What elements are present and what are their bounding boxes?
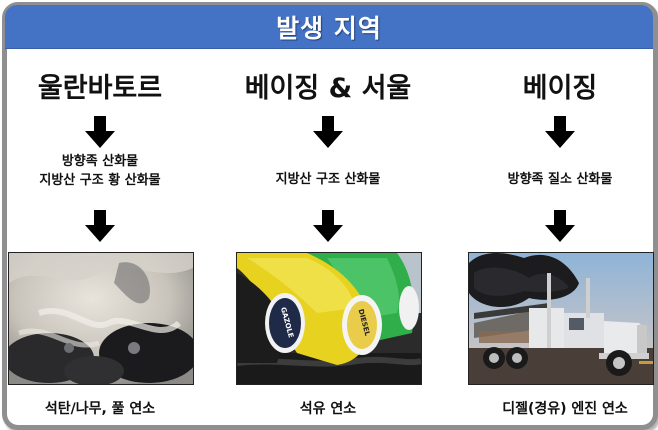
title-bar: 발생 지역: [5, 5, 653, 49]
compound-list: 방향족 산화물 지방산 구조 황 산화물: [0, 152, 210, 190]
compound-list: 지방산 구조 산화물: [218, 170, 438, 189]
compound-label: 지방산 구조 산화물: [275, 172, 381, 187]
compound-label: 방향족 산화물: [61, 154, 139, 169]
down-arrow-icon: [545, 210, 575, 242]
region-heading: 베이징: [522, 73, 598, 104]
compound-label: 방향족 질소 산화물: [507, 172, 613, 187]
down-arrow-icon: [545, 116, 575, 148]
column-ulaanbaatar: 울란바토르 방향족 산화물 지방산 구조 황 산화물: [0, 48, 210, 418]
region-heading: 울란바토르: [37, 73, 163, 104]
region-heading: 베이징 & 서울: [244, 73, 412, 104]
down-arrow-icon: [85, 116, 115, 148]
coal-wood-smoke-photo: [8, 252, 194, 385]
diesel-truck-smoke-photo: [468, 252, 654, 385]
source-caption: 석탄/나무, 풀 연소: [44, 401, 156, 417]
down-arrow-icon: [313, 116, 343, 148]
compound-list: 방향족 질소 산화물: [450, 170, 658, 189]
compound-label: 지방산 구조 황 산화물: [39, 173, 161, 188]
down-arrow-icon: [85, 210, 115, 242]
fuel-nozzles-photo: DIESEL GAZOLE: [236, 252, 422, 385]
down-arrow-icon: [313, 210, 343, 242]
diagram-title: 발생 지역: [276, 13, 382, 43]
source-caption: 디젤(경유) 엔진 연소: [502, 401, 628, 417]
column-beijing: 베이징 방향족 질소 산화물: [450, 48, 658, 418]
source-caption: 석유 연소: [299, 401, 357, 417]
column-beijing-seoul: 베이징 & 서울 지방산 구조 산화물 DIESEL GAZOLE 석: [218, 48, 438, 418]
